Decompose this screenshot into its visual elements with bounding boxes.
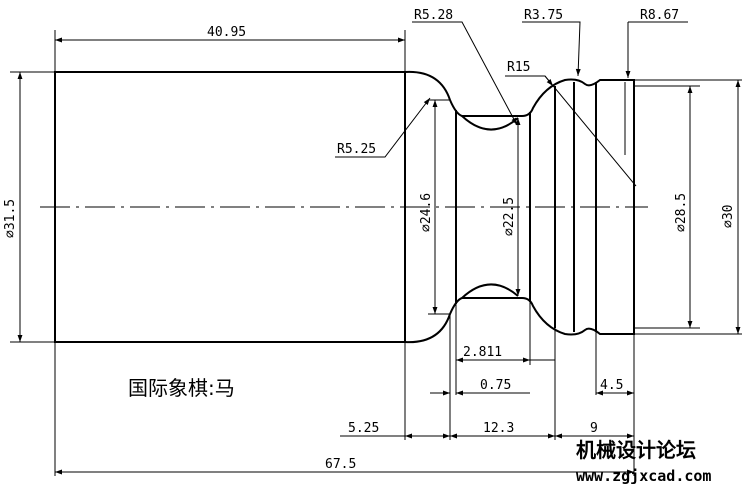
dim-dia-28-5: ⌀28.5 [674,193,689,232]
dim-dia-22-5: ⌀22.5 [502,197,517,236]
dim-2-811: 2.811 [463,345,502,360]
dim-4-5: 4.5 [600,378,623,393]
radius-leaders [335,21,688,187]
watermark-url: www.zgjxcad.com [576,467,711,485]
leader-r-8-67 [628,21,688,78]
dim-5-25: 5.25 [348,421,379,436]
dim-9: 9 [590,421,598,436]
dim-dia-31-5: ⌀31.5 [3,199,18,238]
dimension-lines [17,37,741,476]
extension-lines [10,30,742,476]
watermark-name: 机械设计论坛 [576,438,696,462]
dim-r-15: R15 [507,60,530,75]
leader-r-5-25 [335,97,431,158]
dimension-texts: 40.95 R5.28 R3.75 R8.67 R15 R5.25 ⌀31.5 … [3,8,736,472]
dim-dia-24-6: ⌀24.6 [419,193,434,232]
dim-12-3: 12.3 [483,421,514,436]
dim-0-75: 0.75 [480,378,511,393]
dim-r-3-75: R3.75 [524,8,563,23]
dim-r-5-25: R5.25 [337,142,376,157]
dim-40-95: 40.95 [207,25,246,40]
dim-r-8-67: R8.67 [640,8,679,23]
leader-r-3-75 [522,21,581,77]
groove-arc-top [461,115,519,131]
leader-r-5-28 [412,21,518,126]
leader-r-15 [505,75,637,187]
groove-arc-bottom [461,283,519,299]
dim-dia-30: ⌀30 [721,205,736,228]
drawing-caption: 国际象棋:马 [128,376,235,400]
dim-r-5-28: R5.28 [414,8,453,23]
dim-67-5: 67.5 [325,457,356,472]
